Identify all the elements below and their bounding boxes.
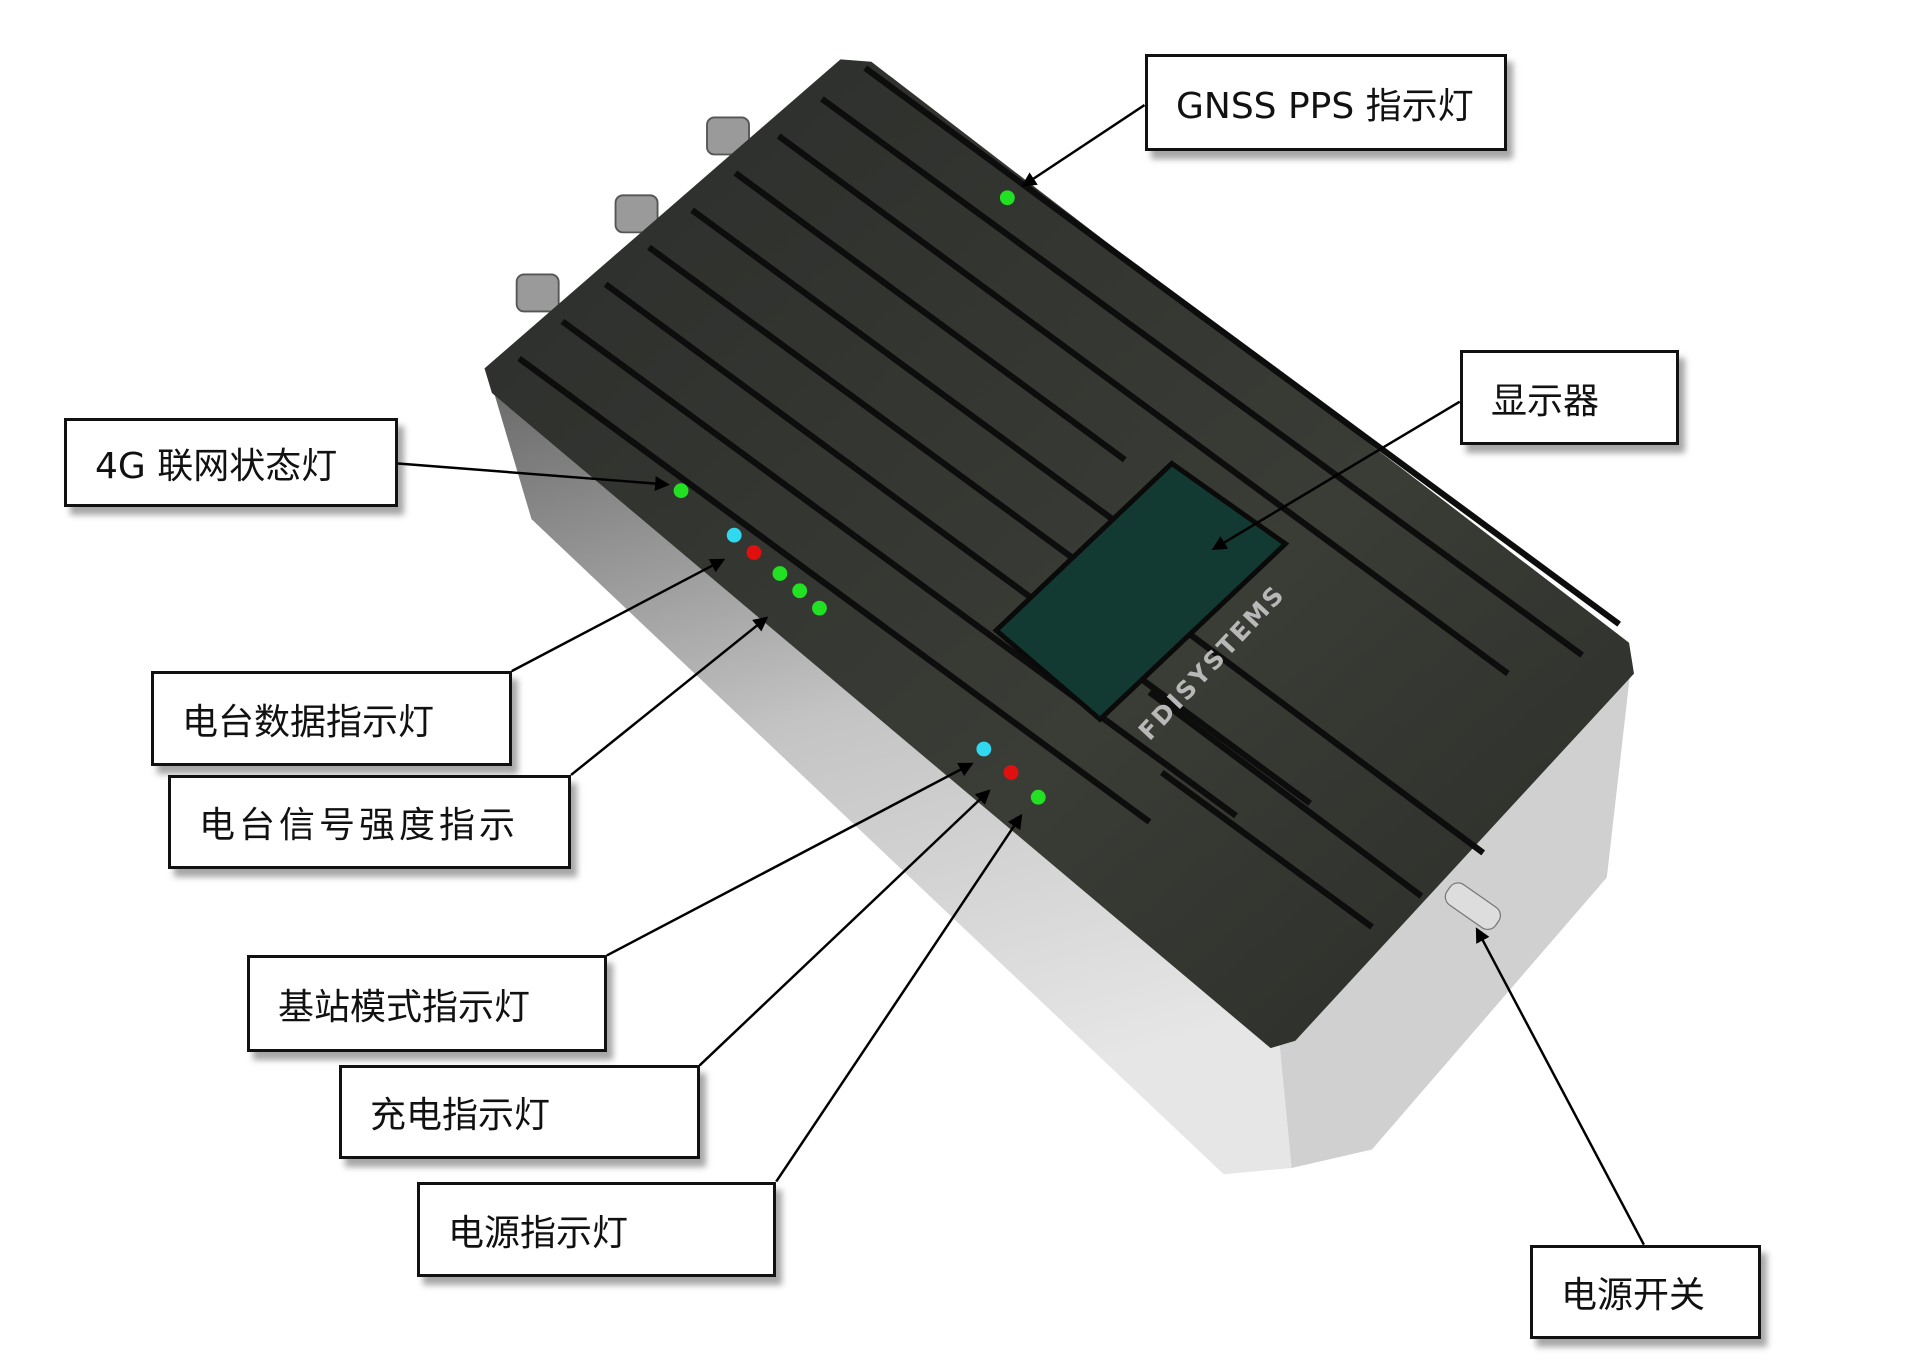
- led-4g: [673, 483, 689, 499]
- device-top-face: [484, 59, 1634, 1049]
- power-switch-shape: [1444, 882, 1501, 931]
- led-power: [1030, 789, 1046, 805]
- label-4g-network: 4G 联网状态灯: [64, 418, 398, 507]
- led-base-mode: [976, 741, 992, 757]
- led-radio-data: [726, 527, 742, 543]
- label-radio-signal: 电台信号强度指示: [168, 775, 571, 869]
- led-gnss: [999, 190, 1015, 206]
- led-signal-2: [792, 583, 808, 599]
- heat-ribs: [517, 65, 1621, 930]
- label-power-led: 电源指示灯: [417, 1182, 776, 1277]
- label-charging: 充电指示灯: [339, 1065, 700, 1159]
- led-signal-3: [812, 600, 827, 616]
- label-base-mode: 基站模式指示灯: [247, 955, 607, 1052]
- led-charging: [1003, 765, 1019, 780]
- led-radio-data-2: [746, 545, 762, 560]
- device-side-face: [491, 385, 1292, 1175]
- label-display: 显示器: [1460, 350, 1679, 445]
- label-power-switch: 电源开关: [1530, 1245, 1761, 1339]
- device-end-face: [1279, 661, 1632, 1169]
- antenna-connectors: [515, 116, 750, 313]
- display-screen: [992, 460, 1290, 723]
- leds: [673, 190, 1046, 805]
- led-signal-1: [772, 566, 788, 581]
- label-gnss-pps: GNSS PPS 指示灯: [1145, 54, 1507, 151]
- leader-lines: [397, 104, 1645, 1246]
- label-radio-data: 电台数据指示灯: [151, 671, 512, 766]
